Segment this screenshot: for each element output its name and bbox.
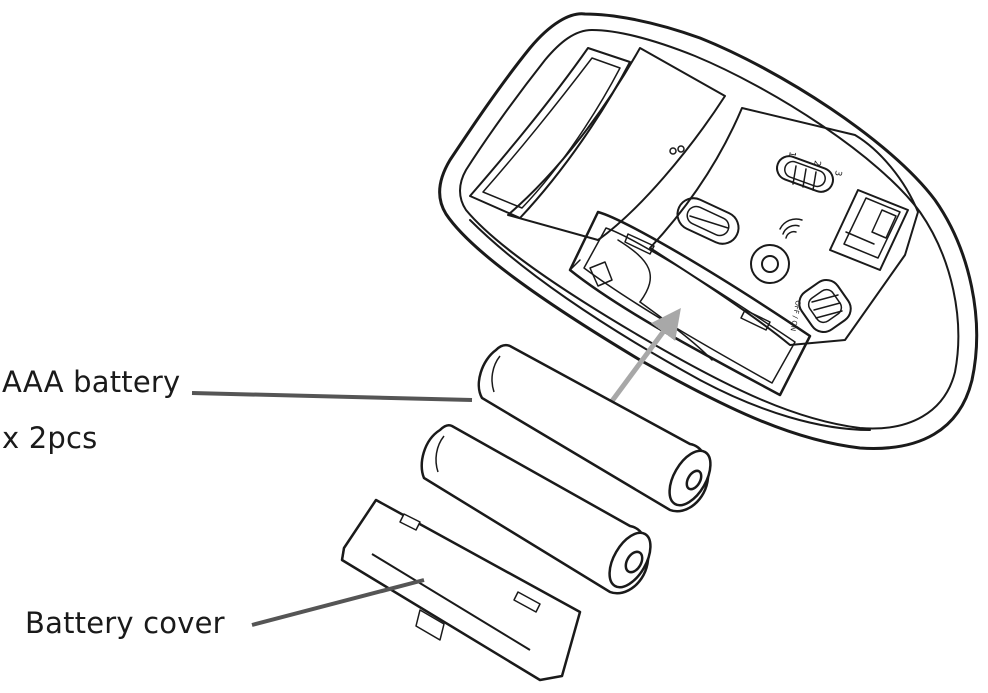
- battery-leader-line: [191, 391, 473, 402]
- channel-label-3: 3: [832, 169, 843, 176]
- channel-label-2: 2: [811, 159, 822, 166]
- wireless-icon: [779, 218, 803, 239]
- mouse-sensor-dot-1: [669, 147, 677, 155]
- receiver-slot: [829, 189, 909, 271]
- cover-leader-line: [251, 578, 425, 627]
- mouse-glide-pad-left-inner: [482, 57, 621, 209]
- mouse-lower-rim: [469, 219, 871, 431]
- aaa-battery-2: [420, 423, 652, 595]
- connect-button: [750, 218, 803, 284]
- mouse-underside: 1 2 3 OFF / ON: [438, 12, 979, 450]
- battery-cover-label: Battery cover: [25, 606, 225, 640]
- mouse-top-panel: [507, 47, 726, 241]
- battery-quantity-label: x 2pcs: [2, 421, 98, 455]
- channel-switch: 1 2 3: [776, 150, 843, 193]
- mouse-inner-rim: [459, 29, 960, 430]
- aaa-battery-1: [477, 343, 712, 513]
- battery-label: AAA battery: [2, 365, 181, 399]
- battery-spring-contact: [589, 261, 613, 287]
- channel-label-1: 1: [786, 150, 797, 157]
- mode-slider: [676, 197, 740, 245]
- mouse-sensor-dot-2: [677, 145, 685, 153]
- mouse-switch-panel: [649, 107, 919, 346]
- battery-cover: [340, 498, 582, 682]
